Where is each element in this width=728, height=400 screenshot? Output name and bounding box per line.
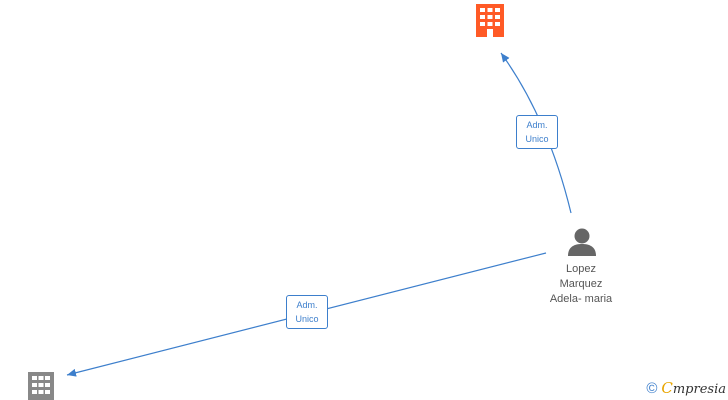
brand-name-initial: C [661, 379, 673, 397]
building-icon[interactable] [28, 372, 54, 400]
brand-logo: © Cmpresia [646, 379, 726, 397]
edge-label-adm-unico[interactable]: Adm. Unico [286, 295, 328, 329]
brand-name-rest: mpresia [672, 382, 726, 397]
person-name-line: Marquez [559, 278, 603, 290]
edge-label-adm-unico[interactable]: Adm. Unico [516, 115, 558, 149]
edge-label-line2: Unico [295, 314, 319, 324]
edge-label-line1: Adm. [296, 300, 318, 310]
edge-label-line2: Unico [525, 134, 549, 144]
brand-name: Cmpresia [661, 379, 726, 397]
person-name-line: Adela- maria [549, 293, 613, 305]
person-icon[interactable] [568, 228, 596, 257]
building-icon[interactable] [476, 4, 504, 37]
edge-label-line1: Adm. [526, 120, 548, 130]
person-name-line: Lopez [566, 263, 596, 275]
copyright-icon: © [646, 379, 658, 397]
person-name-label[interactable]: Lopez Marquez Adela- maria [531, 262, 631, 307]
